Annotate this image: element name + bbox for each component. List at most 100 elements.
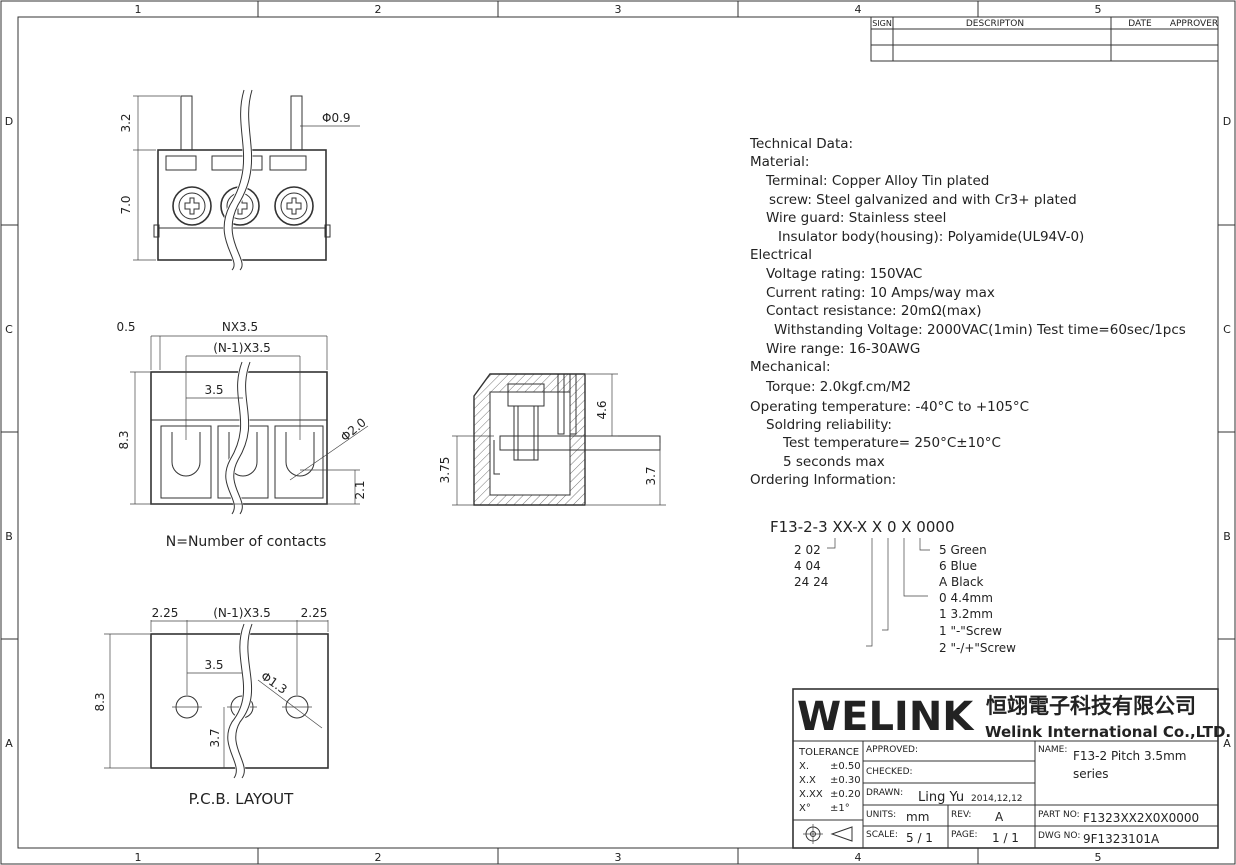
front-view-dims: 0.5 NX3.5 (N-1)X3.5 3.5 8.3 Φ2.0 2.1 N=N… — [116, 320, 368, 550]
tech-line-4: Wire guard: Stainless steel — [766, 210, 946, 226]
units-value: mm — [906, 810, 929, 824]
checked-label: CHECKED: — [866, 767, 913, 777]
order-color-0: 5 Green — [939, 543, 987, 557]
tech-line-18: Ordering Information: — [750, 472, 896, 488]
zone-row-b-right: B — [1223, 530, 1231, 543]
units-label: UNITS: — [866, 810, 896, 820]
side-view — [452, 373, 666, 506]
dim-pcb-hole-dia: Φ1.3 — [258, 669, 289, 697]
page-value: 1 / 1 — [992, 831, 1019, 845]
title-block-text: WELINK 恒翊電子科技有限公司 Welink International C… — [797, 694, 1231, 846]
order-poles-2: 24 24 — [794, 575, 828, 589]
name-label: NAME: — [1038, 745, 1067, 755]
tol-0-val: ±0.50 — [830, 761, 861, 772]
zone-row-d-right: D — [1223, 115, 1231, 128]
order-screw-1: 2 "-/+"Screw — [939, 641, 1016, 655]
title-block — [792, 688, 1219, 849]
zone-col-5-bottom: 5 — [1095, 851, 1102, 864]
zone-col-1-bottom: 1 — [135, 851, 142, 864]
tech-line-10: Withstanding Voltage: 2000VAC(1min) Test… — [774, 322, 1186, 338]
zone-col-1-top: 1 — [135, 3, 142, 16]
dim-pitch: 3.5 — [204, 383, 223, 397]
part-no-label: PART NO: — [1038, 810, 1080, 820]
dim-hole-dia: Φ2.0 — [338, 415, 369, 444]
tech-line-16: Test temperature= 250°C±10°C — [782, 435, 1001, 451]
order-poles-0: 2 02 — [794, 543, 821, 557]
zone-col-3-bottom: 3 — [615, 851, 622, 864]
zone-labels: 1 2 3 4 5 1 2 3 4 5 D C B A D C B A — [5, 3, 1231, 864]
tech-line-3: screw: Steel galvanized and with Cr3+ pl… — [769, 192, 1077, 208]
zone-row-c-left: C — [5, 323, 13, 336]
tol-1-val: ±0.30 — [830, 775, 861, 786]
ordering-info: F13-2-3 XX-X X 0 X 0000 2 02 4 04 24 24 … — [770, 518, 1016, 655]
scale-value: 5 / 1 — [906, 831, 933, 845]
tech-line-2: Terminal: Copper Alloy Tin plated — [765, 173, 989, 189]
dim-total: NX3.5 — [222, 320, 258, 334]
zone-col-2-bottom: 2 — [375, 851, 382, 864]
zone-col-2-top: 2 — [375, 3, 382, 16]
order-poles-1: 4 04 — [794, 559, 821, 573]
dim-pcb-pitch: 3.5 — [204, 658, 223, 672]
technical-data: Technical Data: Material: Terminal: Copp… — [749, 136, 1186, 488]
zone-row-b-left: B — [5, 530, 13, 543]
tech-line-14: Operating temperature: -40°C to +105°C — [750, 399, 1029, 415]
projection-cone-icon — [830, 826, 853, 842]
approved-label: APPROVED: — [866, 745, 918, 755]
dim-pcb-margin-left: 2.25 — [152, 606, 179, 620]
top-view-dims: 3.2 Φ0.9 7.0 — [119, 111, 351, 215]
zone-col-3-top: 3 — [615, 3, 622, 16]
tolerance-label: TOLERANCE — [798, 747, 859, 758]
tech-line-5: Insulator body(housing): Polyamide(UL94V… — [778, 229, 1084, 245]
tech-line-13: Torque: 2.0kgf.cm/M2 — [765, 379, 911, 395]
dim-pin-height: 3.2 — [119, 113, 133, 132]
front-view — [130, 335, 369, 517]
tol-2-key: X.XX — [799, 789, 823, 800]
revision-table: SIGN DESCRIPTON DATE APPROVER — [870, 16, 1219, 62]
dim-pcb-margin-right: 2.25 — [301, 606, 328, 620]
tol-0-key: X. — [799, 761, 809, 772]
part-no-value: F1323XX2X0X0000 — [1083, 811, 1199, 825]
zone-row-a-left: A — [5, 737, 13, 750]
company-name-en: Welink International Co.,LTD. — [985, 723, 1231, 741]
rev-value: A — [995, 810, 1004, 824]
drawn-label: DRAWN: — [866, 788, 903, 798]
pcb-layout-caption: P.C.B. LAYOUT — [189, 790, 294, 808]
dim-pcb-hole-pos: 3.7 — [208, 728, 222, 747]
name-line-1: F13-2 Pitch 3.5mm — [1073, 749, 1186, 763]
drawn-by: Ling Yu — [918, 790, 964, 805]
ordering-code: F13-2-3 XX-X X 0 X 0000 — [770, 518, 954, 536]
zone-row-d-left: D — [5, 115, 13, 128]
tol-3-val: ±1° — [830, 803, 850, 814]
dim-side-left: 3.75 — [438, 457, 452, 484]
tol-3-key: X° — [799, 803, 811, 814]
tol-2-val: ±0.20 — [830, 789, 861, 800]
dim-side-right: 3.7 — [644, 466, 658, 485]
dim-top-height: 7.0 — [119, 195, 133, 214]
dim-hole-height: 2.1 — [353, 480, 367, 499]
drawn-date: 2014,12,12 — [971, 794, 1023, 804]
dwg-no-label: DWG NO: — [1038, 831, 1080, 841]
tech-line-15: Soldring reliability: — [766, 417, 892, 433]
rev-header-sign: SIGN — [872, 19, 892, 28]
tech-line-6: Electrical — [750, 247, 812, 263]
side-view-dims: 4.6 3.75 3.7 — [438, 400, 658, 485]
tech-line-8: Current rating: 10 Amps/way max — [766, 285, 995, 301]
rev-header-date: DATE — [1128, 19, 1152, 29]
order-screw-0: 1 "-"Screw — [939, 624, 1002, 638]
tech-line-17: 5 seconds max — [783, 454, 885, 470]
pcb-layout — [104, 620, 329, 781]
dim-pcb-height: 8.3 — [93, 692, 107, 711]
rev-label: REV: — [951, 810, 971, 820]
zone-row-c-right: C — [1223, 323, 1231, 336]
dim-pin-dia: Φ0.9 — [322, 111, 351, 125]
tech-line-0: Technical Data: — [749, 136, 853, 152]
rev-header-approver: APPROVER — [1170, 19, 1218, 29]
front-view-caption: N=Number of contacts — [166, 534, 327, 550]
order-color-2: A Black — [939, 575, 984, 589]
order-color-1: 6 Blue — [939, 559, 977, 573]
top-view — [133, 88, 360, 274]
rev-header-description: DESCRIPTON — [966, 19, 1024, 29]
dim-offset: 0.5 — [116, 320, 135, 334]
